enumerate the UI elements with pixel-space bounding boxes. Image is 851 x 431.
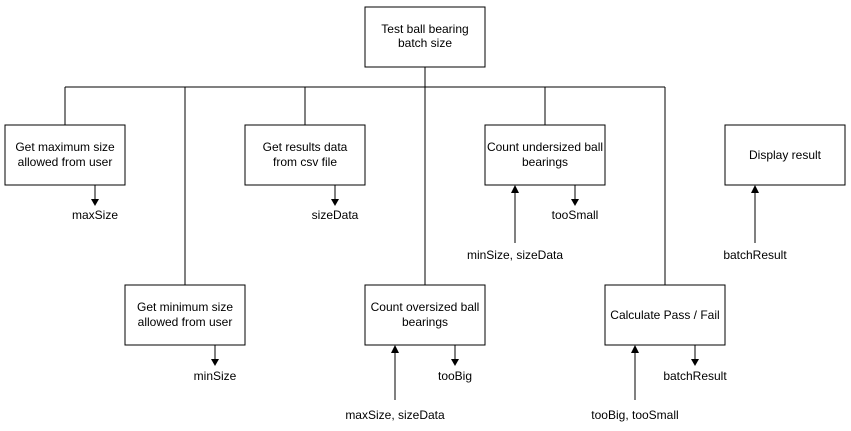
display-in-label: batchResult <box>723 248 787 262</box>
under-in-label: minSize, sizeData <box>467 248 563 262</box>
min-size-label: minSize <box>194 369 237 383</box>
count-undersized-line2: bearings <box>522 155 568 169</box>
get-max-size-line1: Get maximum size <box>15 140 115 154</box>
batch-result-out-label: batchResult <box>663 369 727 383</box>
get-max-size-line2: allowed from user <box>18 155 113 169</box>
get-results-data-line1: Get results data <box>263 140 348 154</box>
root-box: Test ball bearing batch size <box>364 6 486 68</box>
count-oversized-line1: Count oversized ball <box>371 300 480 314</box>
flow-arrows <box>91 185 759 400</box>
root-box-line1: Test ball bearing <box>381 22 468 36</box>
over-in-label: maxSize, sizeData <box>345 408 445 422</box>
count-undersized-line1: Count undersized ball <box>487 140 603 154</box>
connector-tree <box>64 67 666 285</box>
flow-labels: maxSize sizeData minSize tooBig tooSmall… <box>72 208 787 422</box>
too-big-out-arrowhead <box>451 359 459 366</box>
calculate-pass-fail-label: Calculate Pass / Fail <box>610 308 719 322</box>
min-size-out-arrowhead <box>211 359 219 366</box>
max-size-out-arrowhead <box>91 199 99 206</box>
too-small-out-arrowhead <box>571 199 579 206</box>
get-min-size-box: Get minimum size allowed from user <box>124 284 246 346</box>
display-result-box: Display result <box>724 124 846 186</box>
max-size-label: maxSize <box>72 208 118 222</box>
display-result-label: Display result <box>749 148 822 162</box>
under-in-arrowhead <box>511 185 519 193</box>
over-in-arrowhead <box>391 345 399 353</box>
too-big-label: tooBig <box>438 369 472 383</box>
count-oversized-box: Count oversized ball bearings <box>364 284 486 346</box>
display-in-arrowhead <box>751 185 759 193</box>
too-small-label: tooSmall <box>552 208 599 222</box>
count-undersized-box: Count undersized ball bearings <box>484 124 606 186</box>
root-box-line2: batch size <box>398 36 452 50</box>
size-data-out-arrowhead <box>331 199 339 206</box>
calculate-pass-fail-box: Calculate Pass / Fail <box>604 284 726 346</box>
calc-in-arrowhead <box>631 345 639 353</box>
get-max-size-box: Get maximum size allowed from user <box>4 124 126 186</box>
size-data-label: sizeData <box>312 208 359 222</box>
get-min-size-line2: allowed from user <box>138 315 233 329</box>
get-min-size-line1: Get minimum size <box>137 300 233 314</box>
get-results-data-box: Get results data from csv file <box>244 124 366 186</box>
calc-in-label: tooBig, tooSmall <box>591 408 678 422</box>
count-oversized-line2: bearings <box>402 315 448 329</box>
batch-result-out-arrowhead <box>691 359 699 366</box>
get-results-data-line2: from csv file <box>273 155 337 169</box>
